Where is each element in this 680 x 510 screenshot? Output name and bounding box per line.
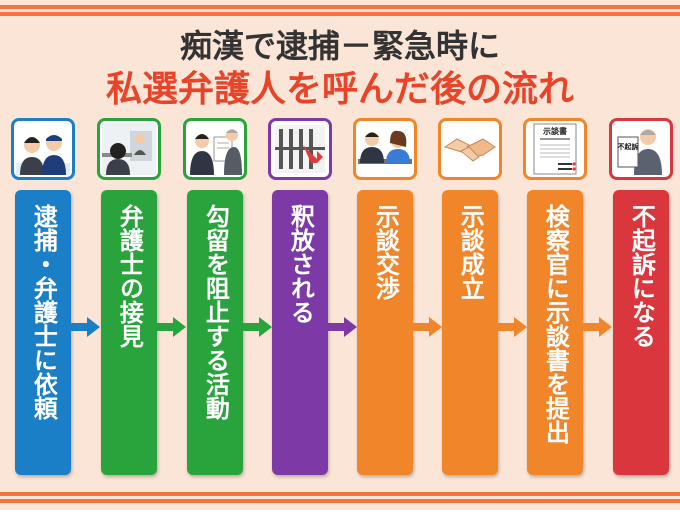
- lawyer-presenting-icon: [190, 129, 242, 175]
- arrested-people-icon: [16, 135, 70, 175]
- arrow-4-icon: [328, 317, 357, 337]
- arrow-3-icon: [243, 317, 272, 337]
- step-4-pillar: 釈放される: [272, 190, 328, 475]
- step-1-pillar: 逮捕・弁護士に依頼: [15, 190, 71, 475]
- top-stripe-1: [0, 5, 680, 9]
- step-6-pillar: 示談成立: [442, 190, 498, 475]
- arrow-6-icon: [498, 317, 527, 337]
- settlement-document-icon: 示談書: [533, 123, 577, 175]
- negotiation-icon: [358, 130, 412, 164]
- step-3-label: 勾留を阻止する活動: [201, 204, 230, 420]
- step-3-pillar: 勾留を阻止する活動: [187, 190, 243, 475]
- release-jail-icon: [275, 125, 325, 173]
- step-7-icon-box: 示談書: [523, 118, 587, 180]
- bottom-stripe-2: [0, 499, 680, 503]
- step-2-icon-box: [97, 118, 161, 180]
- title-line-1: 痴漢で逮捕－緊急時に: [179, 27, 500, 65]
- step-1-label: 逮捕・弁護士に依頼: [29, 204, 58, 420]
- step-2-label: 弁護士の接見: [115, 204, 144, 348]
- step-8-icon-box: 不起訴: [609, 118, 673, 180]
- step-5-pillar: 示談交渉: [357, 190, 413, 475]
- step-8-pillar: 不起訴になる: [613, 190, 669, 475]
- top-stripe-2: [0, 12, 680, 16]
- step-6-icon-box: [438, 118, 502, 180]
- step-7-pillar: 検察官に示談書を提出: [527, 190, 583, 475]
- arrow-7-icon: [583, 317, 612, 337]
- bottom-stripe-1: [0, 492, 680, 496]
- prosecutor-icon: 不起訴: [617, 129, 662, 175]
- step-3-icon-box: [183, 118, 247, 180]
- step-5-icon-box: [353, 118, 417, 180]
- title-line-2: 私選弁護人を呼んだ後の流れ: [105, 69, 574, 110]
- arrow-1-icon: [71, 317, 100, 337]
- arrow-2-icon: [157, 317, 186, 337]
- step-5-label: 示談交渉: [371, 204, 400, 300]
- step-1-icon-box: [11, 118, 75, 180]
- step-7-label: 検察官に示談書を提出: [541, 204, 570, 444]
- step-4-label: 釈放される: [286, 204, 315, 324]
- step-2-pillar: 弁護士の接見: [101, 190, 157, 475]
- arrow-5-icon: [413, 317, 442, 337]
- step-8-label: 不起訴になる: [627, 204, 656, 348]
- step-4-icon-box: [268, 118, 332, 180]
- sign-label: 不起訴: [618, 142, 639, 151]
- handshake-icon: [443, 138, 496, 162]
- lawyer-meeting-icon: [102, 123, 156, 175]
- document-title: 示談書: [542, 126, 567, 136]
- step-6-label: 示談成立: [456, 204, 485, 300]
